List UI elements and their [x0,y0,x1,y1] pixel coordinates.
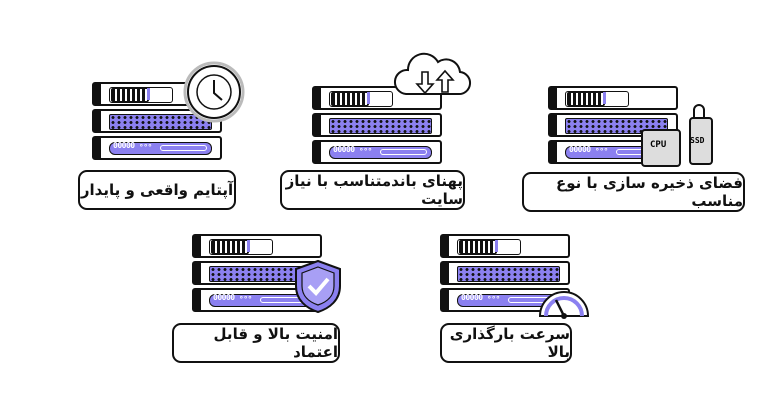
cloud-upload-download-icon [394,52,472,96]
server-row-status [440,234,570,258]
shield-check-icon [295,259,341,314]
server-row-drive [312,140,442,164]
cpu-ssd-icon [641,104,713,167]
cpu-chip-label: CPU [650,140,667,150]
vent-grid [329,118,432,134]
feature-label: پهنای باندمتناسب با نیاز سایت [280,170,465,210]
drive-indicator [109,141,212,155]
status-bars [111,88,150,102]
server-row-status [548,86,678,110]
server-rack [192,234,322,315]
feature-label: امنیت بالا و قابل اعتماد [172,323,340,363]
status-bars [459,240,498,254]
server-row-drive [92,136,222,160]
status-bars [567,92,606,106]
server-rack [312,86,442,167]
feature-label: فضای ذخیره سازی با نوع مناسب [522,172,745,212]
status-bars [331,92,370,106]
feature-label: سرعت بارگذاری بالا [440,323,572,363]
server-row-vents [440,261,570,285]
vent-grid [457,266,560,282]
vent-grid [109,114,212,130]
status-bars [211,240,250,254]
drive-indicator [457,293,560,307]
feature-label: آپتایم واقعی و پایدار [78,170,236,210]
server-row-vents [312,113,442,137]
speedometer-icon [538,291,590,319]
ssd-chip-label: SSD [690,136,705,145]
drive-indicator [329,145,432,159]
clock-icon [183,61,245,123]
server-row-status [192,234,322,258]
drive-indicator [209,293,312,307]
